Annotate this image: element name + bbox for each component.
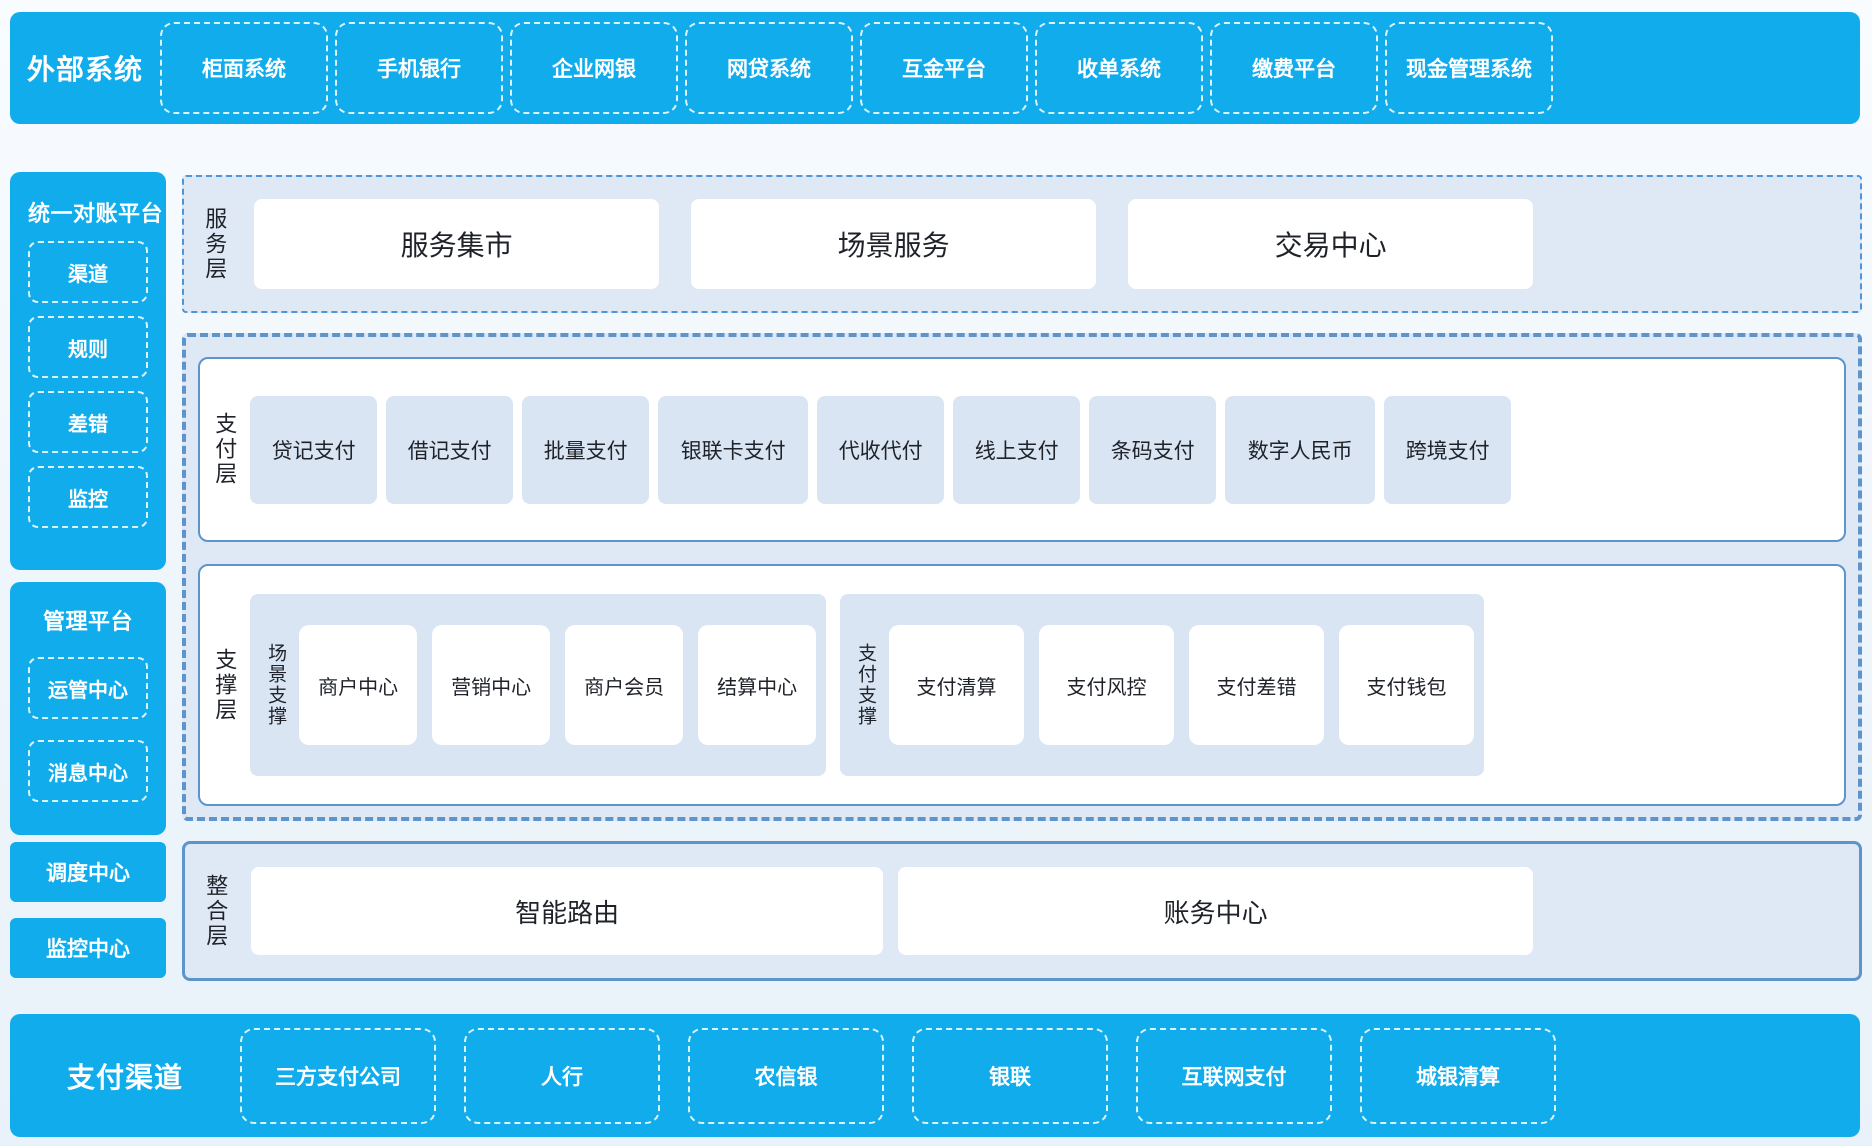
external-system-item: 企业网银 — [510, 22, 678, 114]
payment-item: 线上支付 — [953, 395, 1081, 504]
external-system-item: 柜面系统 — [160, 22, 328, 114]
reconciliation-platform-panel: 统一对账平台 渠道 规则 差错 监控 — [10, 172, 166, 570]
pay-support-group: 支付支撑 支付清算 支付风控 支付差错 支付钱包 — [840, 594, 1484, 776]
payment-item: 贷记支付 — [250, 395, 378, 504]
reconciliation-platform-title: 统一对账平台 — [28, 201, 164, 226]
management-item: 运管中心 — [28, 657, 148, 719]
payment-channel-item: 三方支付公司 — [240, 1027, 436, 1124]
integration-layer: 整合层 智能路由 账务中心 — [182, 841, 1862, 981]
integration-layer-label: 整合层 — [203, 873, 229, 949]
main-layers: 服务层 服务集市 场景服务 交易中心 支付层 贷记支付 借记支付 批量支付 银联… — [182, 175, 1862, 981]
external-system-item: 互金平台 — [860, 22, 1028, 114]
reconciliation-item: 规则 — [28, 316, 148, 378]
integration-item: 账务中心 — [898, 867, 1534, 955]
payment-channel-item: 互联网支付 — [1136, 1027, 1332, 1124]
payment-channel-item: 人行 — [464, 1027, 660, 1124]
payment-layer: 支付层 贷记支付 借记支付 批量支付 银联卡支付 代收代付 线上支付 条码支付 … — [198, 357, 1846, 542]
scene-support-item: 商户会员 — [565, 625, 684, 745]
payment-item: 批量支付 — [522, 395, 650, 504]
reconciliation-item: 渠道 — [28, 241, 148, 303]
payment-channels-items: 三方支付公司 人行 农信银 银联 互联网支付 城银清算 — [240, 1027, 1556, 1124]
pay-support-label: 支付支撑 — [854, 643, 876, 727]
payment-channel-item: 城银清算 — [1360, 1027, 1556, 1124]
external-systems-title: 外部系统 — [26, 54, 143, 85]
payment-item: 银联卡支付 — [658, 395, 809, 504]
support-layer: 支撑层 场景支撑 商户中心 营销中心 商户会员 结算中心 支付支撑 支付清算 支… — [198, 564, 1846, 806]
management-item: 消息中心 — [28, 740, 148, 802]
scene-support-group: 场景支撑 商户中心 营销中心 商户会员 结算中心 — [250, 594, 827, 776]
external-systems-bar: 外部系统 柜面系统 手机银行 企业网银 网贷系统 互金平台 收单系统 缴费平台 … — [10, 12, 1860, 124]
pay-support-items: 支付清算 支付风控 支付差错 支付钱包 — [888, 625, 1474, 745]
scene-support-item: 结算中心 — [698, 625, 817, 745]
service-item: 场景服务 — [691, 199, 1097, 289]
reconciliation-item: 差错 — [28, 391, 148, 453]
payment-channel-item: 农信银 — [688, 1027, 884, 1124]
external-system-item: 手机银行 — [335, 22, 503, 114]
payment-channels-title: 支付渠道 — [66, 1061, 183, 1093]
reconciliation-item: 监控 — [28, 466, 148, 528]
monitor-center-box: 监控中心 — [10, 918, 166, 978]
payment-item: 数字人民币 — [1225, 395, 1376, 504]
dispatch-center-box: 调度中心 — [10, 842, 166, 902]
payment-channels-bar: 支付渠道 三方支付公司 人行 农信银 银联 互联网支付 城银清算 — [10, 1014, 1860, 1137]
external-system-item: 收单系统 — [1035, 22, 1203, 114]
integration-item: 智能路由 — [251, 867, 884, 955]
payment-layer-label: 支付层 — [212, 412, 238, 487]
external-systems-items: 柜面系统 手机银行 企业网银 网贷系统 互金平台 收单系统 缴费平台 现金管理系… — [160, 22, 1553, 114]
payment-item: 代收代付 — [817, 395, 945, 504]
left-sidebar: 统一对账平台 渠道 规则 差错 监控 管理平台 运管中心 消息中心 调度中心 监… — [10, 172, 166, 978]
service-layer: 服务层 服务集市 场景服务 交易中心 — [182, 175, 1862, 313]
scene-support-item: 商户中心 — [299, 625, 418, 745]
service-item: 服务集市 — [254, 199, 660, 289]
external-system-item: 缴费平台 — [1210, 22, 1378, 114]
payment-channel-item: 银联 — [912, 1027, 1108, 1124]
core-layers-container: 支付层 贷记支付 借记支付 批量支付 银联卡支付 代收代付 线上支付 条码支付 … — [182, 333, 1862, 821]
service-layer-label: 服务层 — [202, 206, 228, 282]
service-item: 交易中心 — [1128, 199, 1534, 289]
external-system-item: 网贷系统 — [685, 22, 853, 114]
scene-support-item: 营销中心 — [432, 625, 551, 745]
pay-support-item: 支付钱包 — [1338, 625, 1474, 745]
pay-support-item: 支付差错 — [1188, 625, 1324, 745]
management-platform-panel: 管理平台 运管中心 消息中心 — [10, 582, 166, 835]
service-layer-items: 服务集市 场景服务 交易中心 — [254, 199, 1534, 289]
payment-layer-items: 贷记支付 借记支付 批量支付 银联卡支付 代收代付 线上支付 条码支付 数字人民… — [250, 395, 1512, 504]
pay-support-item: 支付清算 — [888, 625, 1024, 745]
scene-support-label: 场景支撑 — [265, 643, 287, 727]
payment-item: 条码支付 — [1089, 395, 1217, 504]
external-system-item: 现金管理系统 — [1385, 22, 1553, 114]
support-layer-label: 支撑层 — [212, 647, 238, 723]
payment-item: 跨境支付 — [1384, 395, 1512, 504]
scene-support-items: 商户中心 营销中心 商户会员 结算中心 — [299, 625, 817, 745]
pay-support-item: 支付风控 — [1038, 625, 1174, 745]
management-platform-title: 管理平台 — [42, 609, 133, 634]
payment-item: 借记支付 — [386, 395, 514, 504]
